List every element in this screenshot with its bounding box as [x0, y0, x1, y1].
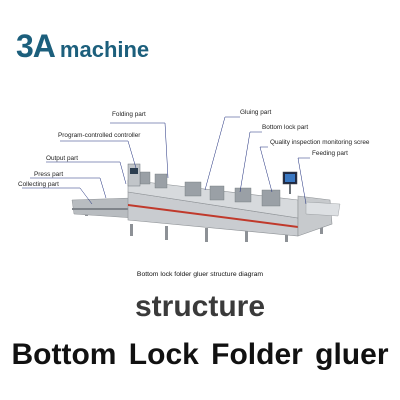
logo-mark: 3A — [16, 28, 56, 64]
label-folding-part: Folding part — [112, 111, 146, 118]
diagram-caption: Bottom lock folder gluer structure diagr… — [136, 271, 264, 278]
label-press-part: Press part — [34, 171, 64, 178]
machine-diagram: Folding part Program-controlled controll… — [0, 100, 400, 260]
logo-word: machine — [59, 37, 150, 62]
label-gluing-part: Gluing part — [240, 109, 272, 116]
label-feeding-part: Feeding part — [312, 150, 348, 157]
label-quality-inspection: Quality inspection monitoring scree — [270, 139, 370, 146]
product-headline: Bottom Lock Folder gluer — [11, 338, 389, 371]
label-output-part: Output part — [46, 155, 78, 162]
label-bottom-lock-part: Bottom lock part — [262, 124, 309, 131]
logo: 3A machine — [16, 28, 149, 65]
machine-illustration — [22, 116, 341, 242]
label-collecting-part: Collecting part — [18, 181, 59, 188]
structure-title: structure — [134, 290, 266, 323]
label-program-controller: Program-controlled controller — [58, 132, 141, 139]
